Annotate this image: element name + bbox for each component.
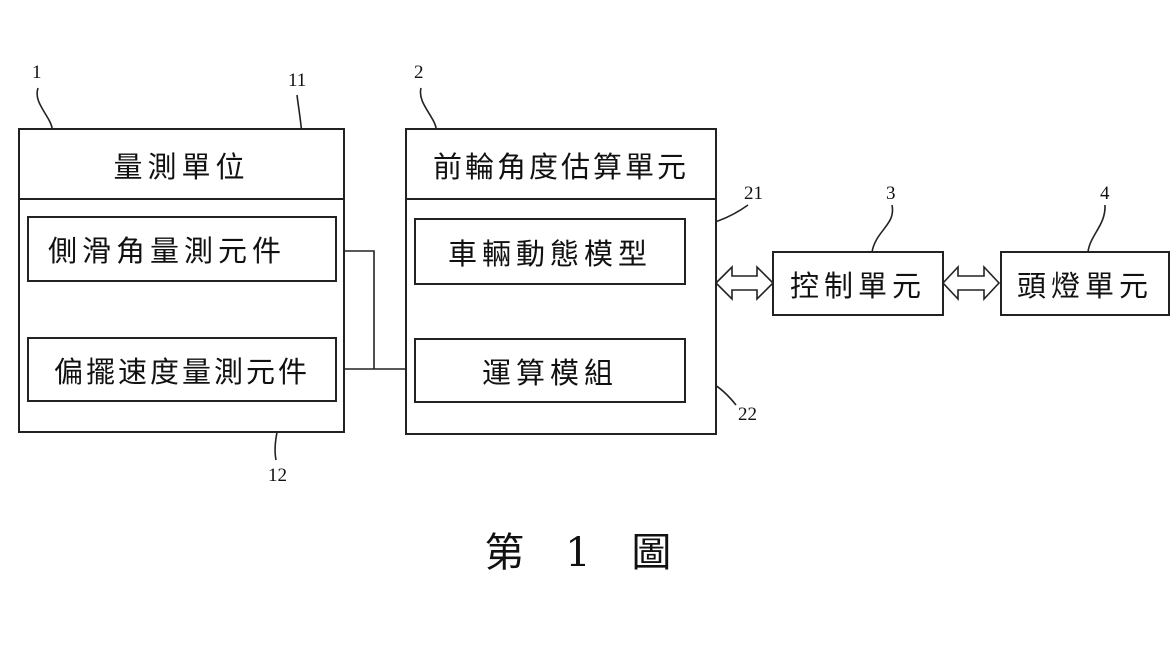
- vehicle-dynamics-model-label: 車輛動態模型: [447, 236, 652, 271]
- control-unit: [772, 251, 944, 316]
- ref-numeral-2: 2: [414, 62, 424, 83]
- bidirectional-arrow-2-3: [714, 265, 775, 301]
- ref-numeral-1: 1: [32, 62, 42, 83]
- ref-numeral-3: 3: [886, 183, 896, 204]
- headlight-unit: [1000, 251, 1170, 316]
- estimation-unit-header-divider: [405, 128, 717, 200]
- ref-numeral-22: 22: [738, 404, 757, 425]
- ref-numeral-11: 11: [288, 70, 307, 91]
- ref-numeral-12: 12: [268, 465, 287, 486]
- vehicle-dynamics-model: [414, 218, 686, 285]
- yaw-rate-sensor-label: 偏擺速度量測元件: [53, 354, 310, 389]
- ref-numeral-4: 4: [1100, 183, 1110, 204]
- yaw-rate-sensor: [27, 337, 337, 402]
- computation-module-label: 運算模組: [481, 355, 618, 390]
- leader-line-3: [871, 204, 894, 253]
- figure-caption: 第 1 圖: [484, 530, 676, 576]
- computation-module: [414, 338, 686, 403]
- bidirectional-arrow-3-4: [941, 264, 1001, 302]
- ref-numeral-21: 21: [744, 183, 763, 204]
- leader-line-4: [1087, 204, 1106, 253]
- headlight-unit-label: 頭燈單元: [1016, 268, 1153, 303]
- estimation-unit-title: 前輪角度估算單元: [432, 150, 689, 184]
- measurement-unit-header-divider: [18, 128, 345, 200]
- sideslip-angle-sensor-label: 側滑角量測元件: [47, 234, 286, 268]
- measurement-unit-title: 量測單位: [113, 150, 250, 184]
- sideslip-angle-sensor: [27, 216, 337, 282]
- connector-11-to-22: [337, 250, 375, 369]
- control-unit-label: 控制單元: [789, 268, 926, 303]
